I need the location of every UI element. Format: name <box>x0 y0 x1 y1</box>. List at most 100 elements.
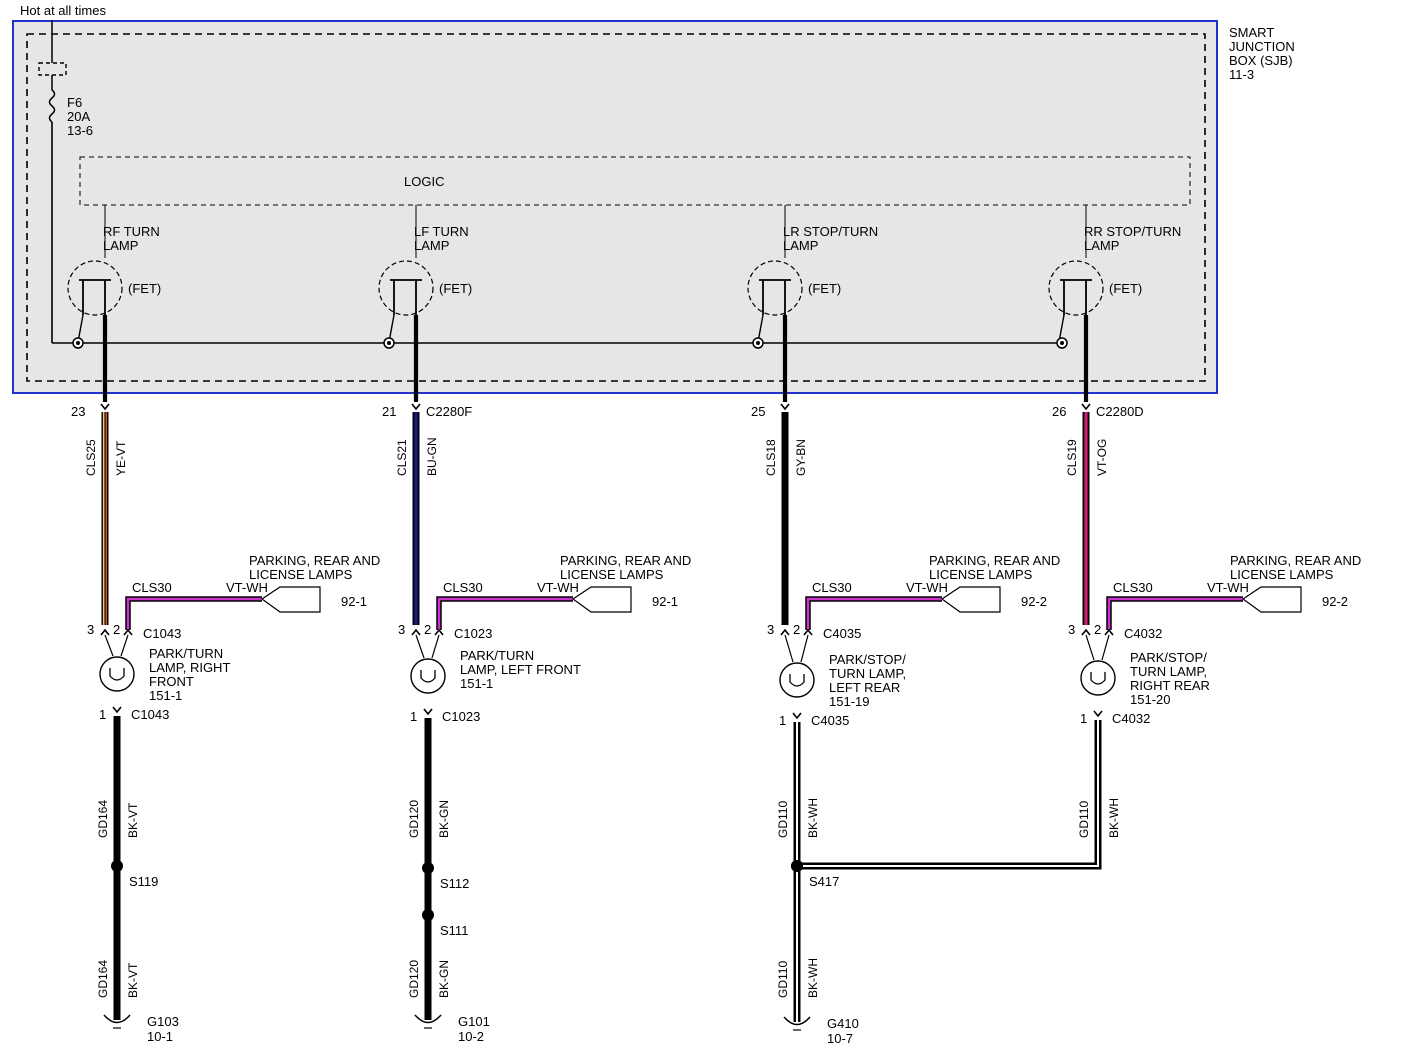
ground-circuit-id: GD110 <box>1077 801 1091 838</box>
ground-circuit-id: GD120 <box>407 800 421 838</box>
lamp-connector: C4035 <box>823 626 861 641</box>
output-connector-icon <box>780 403 790 411</box>
ground-wire-color: BK-VT <box>126 962 140 998</box>
ground-ref: 10-1 <box>147 1029 173 1044</box>
lamp-function-label: LF TURN <box>414 224 469 239</box>
fuse-id: F6 <box>67 95 82 110</box>
sjb-name: 11-3 <box>1229 67 1254 82</box>
splice-dot <box>791 860 803 872</box>
lamp-lead <box>120 634 129 657</box>
lamp-filament-icon <box>789 674 805 687</box>
aux-destination-label: PARKING, REAR AND <box>929 553 1060 568</box>
ground-wire-color: BK-WH <box>806 798 820 838</box>
ground-id: G101 <box>458 1014 490 1029</box>
aux-circuit-id: CLS30 <box>443 580 483 595</box>
junction-center <box>1060 341 1064 345</box>
lamp-function-label: RR STOP/TURN <box>1084 224 1181 239</box>
lamp-connector: C1043 <box>143 626 181 641</box>
lamp-function-label: LAMP <box>414 238 449 253</box>
sjb-name: JUNCTION <box>1229 39 1295 54</box>
page-ref-connector-icon <box>940 586 1001 613</box>
ground-wire-color: BK-VT <box>126 802 140 838</box>
lamp-function-label: LAMP <box>1084 238 1119 253</box>
splice-dot <box>422 909 434 921</box>
aux-page-ref: 92-2 <box>1322 594 1348 609</box>
splice-id: S112 <box>440 876 469 891</box>
splice-id: S119 <box>129 874 158 889</box>
lamp-connector-icon <box>803 628 813 636</box>
output-pin: 23 <box>71 404 85 419</box>
ground-wire-color: BK-GN <box>437 800 451 838</box>
lamp-pin-b: 2 <box>793 622 800 637</box>
lamp-name: LEFT REAR <box>829 680 900 695</box>
lamp-lead <box>415 634 425 659</box>
splice-dot <box>422 862 434 874</box>
lamp-pin-a: 3 <box>1068 622 1075 637</box>
wire-color-stripe <box>1107 597 1243 630</box>
lamp-name: PARK/STOP/ <box>1130 650 1207 665</box>
lamp-pin-a: 3 <box>87 622 94 637</box>
lamp-connector-icon <box>1081 628 1091 636</box>
ground-circuit-id: GD110 <box>776 801 790 838</box>
wire-color-stripe <box>797 720 1099 867</box>
lamp-connector-icon <box>100 628 110 636</box>
ground-wire-color: BK-WH <box>806 958 820 998</box>
lamp-pin-b: 2 <box>424 622 431 637</box>
ground-pin: 1 <box>99 707 106 722</box>
output-pin: 25 <box>751 404 765 419</box>
output-connector-icon <box>411 403 421 411</box>
fet-icon <box>747 260 803 316</box>
ground-pin: 1 <box>410 709 417 724</box>
output-pin: 26 <box>1052 404 1066 419</box>
lamp-function-label: LAMP <box>783 238 818 253</box>
lamp-pin-b: 2 <box>1094 622 1101 637</box>
aux-wire-color: VT-WH <box>1207 580 1249 595</box>
aux-destination-label: LICENSE LAMPS <box>929 567 1033 582</box>
ground-connector-icon <box>792 712 802 720</box>
ground-pin: 1 <box>779 713 786 728</box>
lamp-bulb-icon <box>99 656 135 692</box>
lamp-function-label: LAMP <box>103 238 138 253</box>
lamp-filament-icon <box>109 668 125 681</box>
aux-destination-label: PARKING, REAR AND <box>560 553 691 568</box>
splice-dot <box>111 860 123 872</box>
lamp-lead <box>784 634 794 663</box>
output-pin: 21 <box>382 404 396 419</box>
ground-circuit-id: GD120 <box>407 960 421 998</box>
lamp-connector-icon <box>123 628 133 636</box>
lamp-filament-icon <box>420 670 436 683</box>
page-ref-connector-icon <box>571 586 632 613</box>
lamp-connector-icon <box>434 628 444 636</box>
sjb-inner-boundary <box>26 33 1206 382</box>
ground-ref: 10-2 <box>458 1029 484 1044</box>
output-connector-icon <box>100 403 110 411</box>
ground-connector: C1043 <box>131 707 169 722</box>
wire-color: YE-VT <box>114 440 128 476</box>
lamp-pin-a: 3 <box>398 622 405 637</box>
lamp-bulb-icon <box>1080 660 1116 696</box>
sjb-name: SMART <box>1229 25 1274 40</box>
circuit-id: CLS21 <box>395 439 409 476</box>
aux-page-ref: 92-1 <box>341 594 367 609</box>
lamp-filament-icon <box>1090 672 1106 685</box>
lamp-lead <box>800 634 809 663</box>
lamp-pin-b: 2 <box>113 622 120 637</box>
ground-wire-color: BK-WH <box>1107 798 1121 838</box>
circuit-id: CLS18 <box>764 439 778 476</box>
ground-icon <box>103 1014 131 1024</box>
wire-outline <box>797 720 1102 870</box>
aux-wire-color: VT-WH <box>226 580 268 595</box>
fet-icon <box>67 260 123 316</box>
ground-pin: 1 <box>1080 711 1087 726</box>
junction-center <box>756 341 760 345</box>
lamp-name: FRONT <box>149 674 194 689</box>
sjb-name: BOX (SJB) <box>1229 53 1293 68</box>
ground-wire-color: BK-GN <box>437 960 451 998</box>
ground-id: G103 <box>147 1014 179 1029</box>
aux-circuit-id: CLS30 <box>812 580 852 595</box>
lamp-lead <box>1085 634 1095 661</box>
page-ref-connector-icon <box>260 586 321 613</box>
smart-junction-box <box>12 20 1218 394</box>
aux-circuit-id: CLS30 <box>132 580 172 595</box>
